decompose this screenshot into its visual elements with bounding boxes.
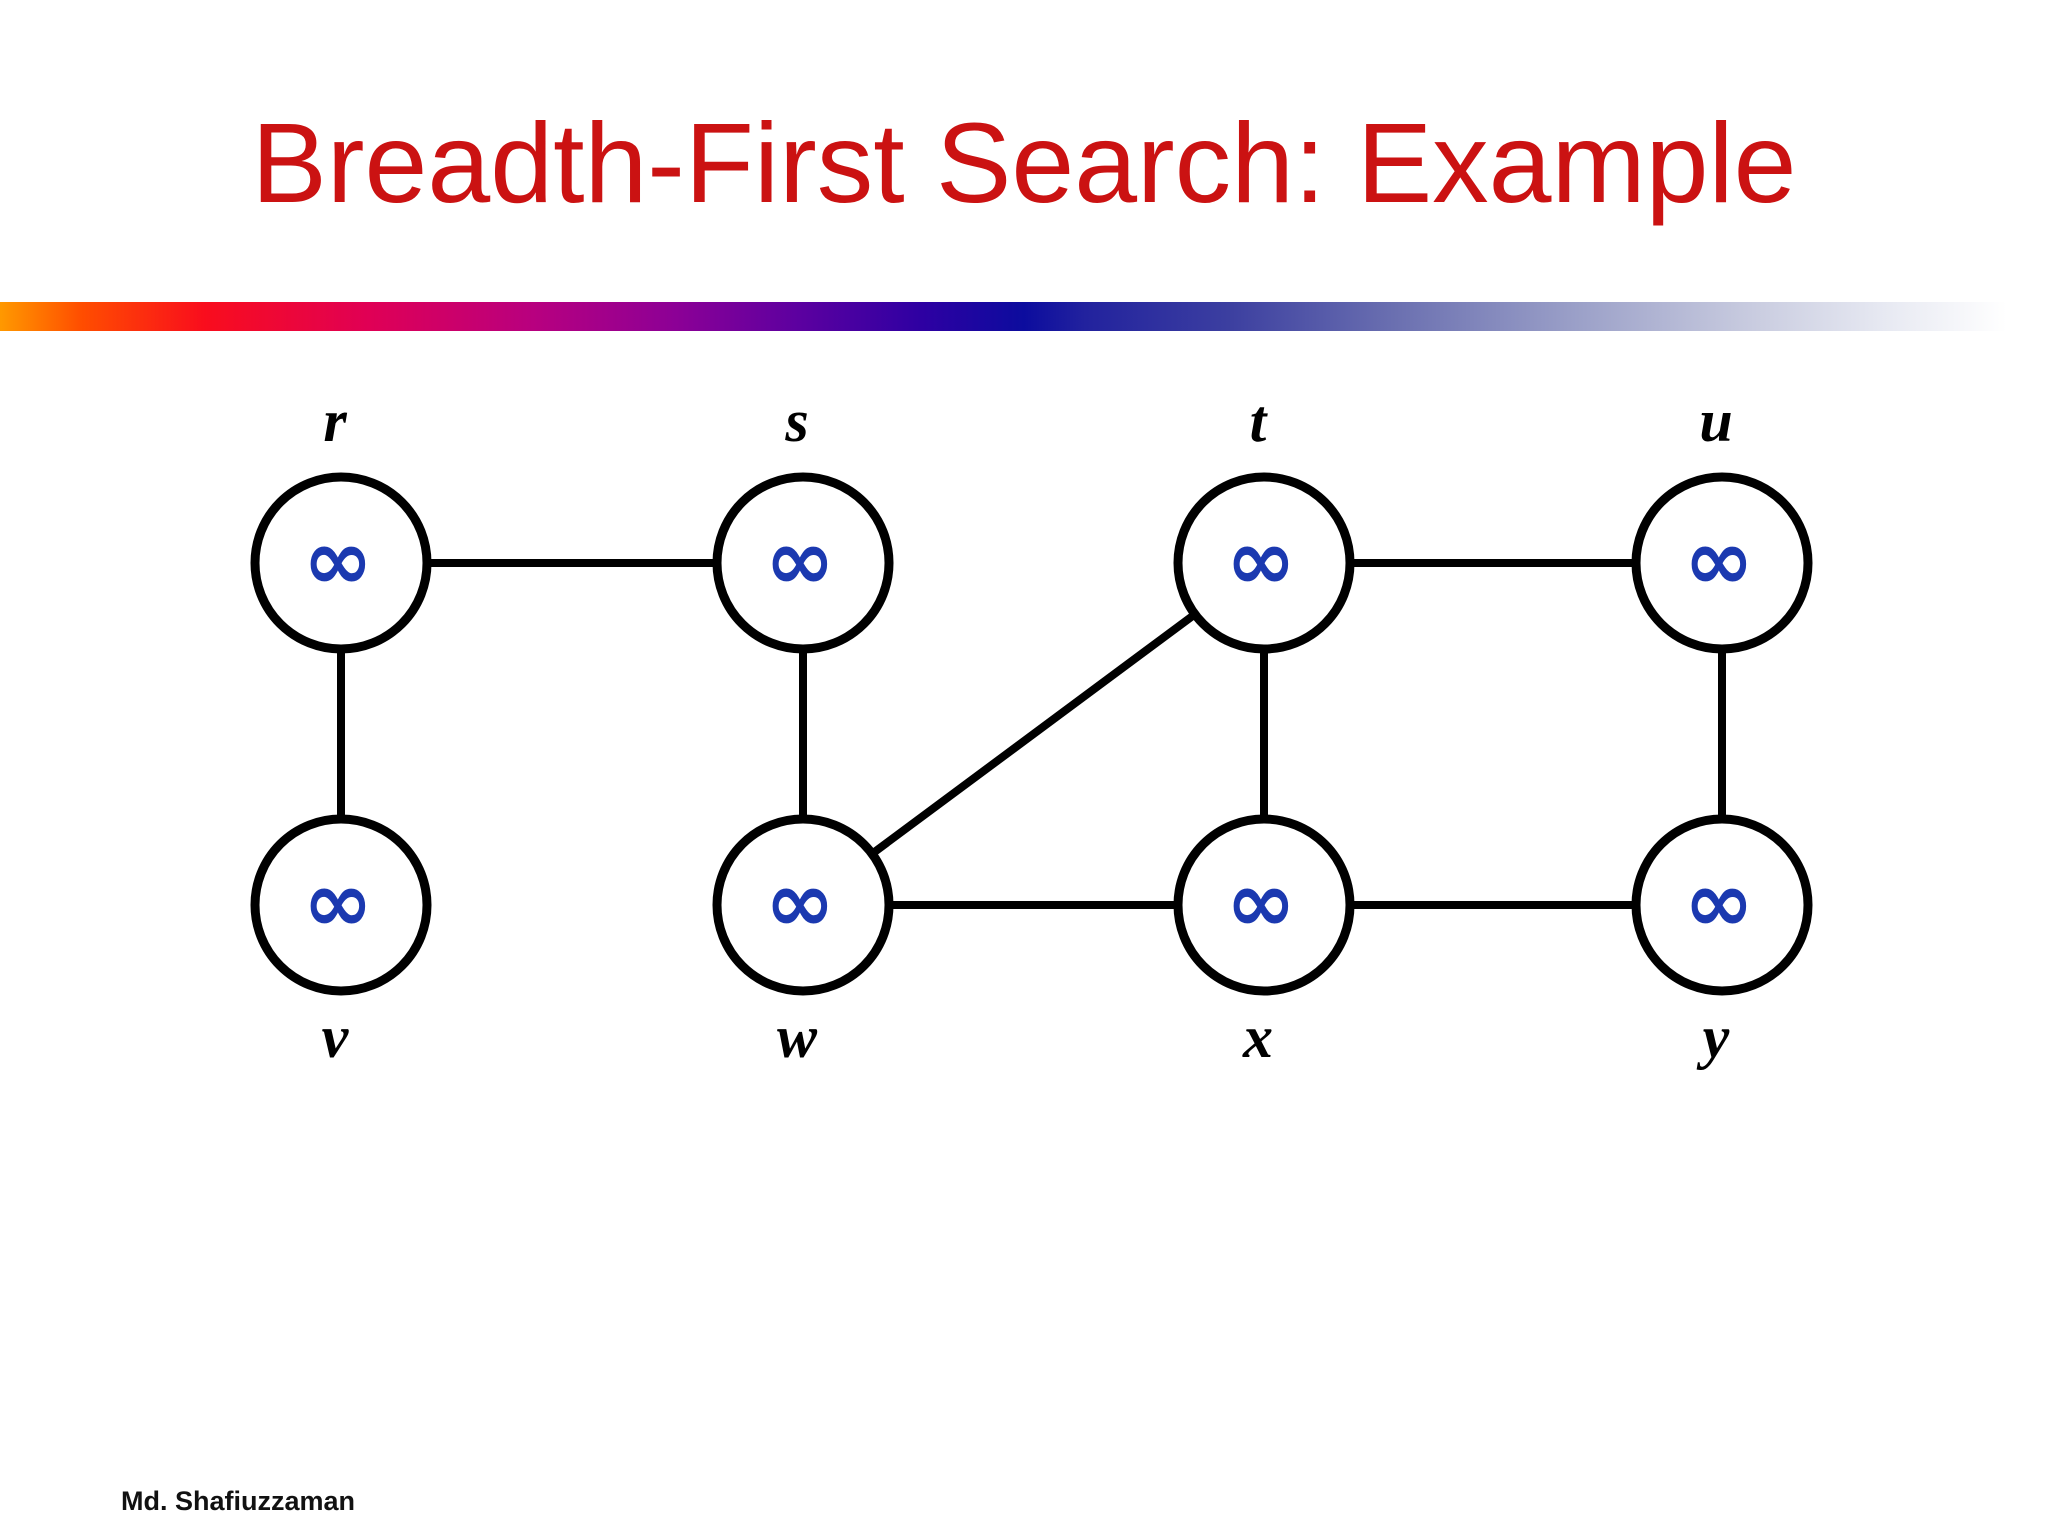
node-circle-w bbox=[712, 814, 894, 996]
node-value-infinity-s: ∞ bbox=[765, 511, 835, 609]
node-label-v: v bbox=[322, 1004, 350, 1070]
node-circle-t bbox=[1173, 472, 1355, 654]
node-circle-v bbox=[250, 814, 432, 996]
graph-node-w: ∞ bbox=[712, 814, 894, 996]
node-circle-x bbox=[1173, 814, 1355, 996]
node-label-u: u bbox=[1699, 388, 1732, 454]
node-value-infinity-v: ∞ bbox=[303, 853, 373, 951]
node-value-infinity-x: ∞ bbox=[1226, 853, 1296, 951]
graph-labels-layer: r s t u v w x y bbox=[322, 388, 1733, 1070]
node-label-x: x bbox=[1242, 1004, 1273, 1070]
node-label-r: r bbox=[323, 388, 347, 454]
node-value-infinity-u: ∞ bbox=[1684, 511, 1754, 609]
node-label-s: s bbox=[784, 388, 808, 454]
footer-author-name: Md. Shafiuzzaman bbox=[121, 1486, 356, 1516]
node-label-t: t bbox=[1250, 388, 1269, 454]
node-circle-u bbox=[1631, 472, 1813, 654]
node-circle-s bbox=[712, 472, 894, 654]
node-circle-r bbox=[250, 472, 432, 654]
graph-node-r: ∞ bbox=[250, 472, 432, 654]
node-value-infinity-w: ∞ bbox=[765, 853, 835, 951]
graph-node-u: ∞ bbox=[1631, 472, 1813, 654]
graph-node-x: ∞ bbox=[1173, 814, 1355, 996]
graph-edges-layer bbox=[337, 559, 1726, 909]
node-value-infinity-r: ∞ bbox=[303, 511, 373, 609]
divider-gradient-bar bbox=[0, 302, 2048, 331]
node-label-w: w bbox=[777, 1004, 818, 1070]
node-value-infinity-y: ∞ bbox=[1684, 853, 1754, 951]
node-value-infinity-t: ∞ bbox=[1226, 511, 1296, 609]
page-title: Breadth-First Search: Example bbox=[251, 100, 1797, 226]
graph-edge-w-t bbox=[800, 559, 1267, 909]
node-circle-y bbox=[1631, 814, 1813, 996]
graph-node-t: ∞ bbox=[1173, 472, 1355, 654]
graph-node-y: ∞ bbox=[1631, 814, 1813, 996]
node-label-y: y bbox=[1697, 1004, 1730, 1070]
graph-nodes-layer: ∞ ∞ ∞ ∞ ∞ ∞ ∞ ∞ bbox=[250, 472, 1813, 996]
graph-node-v: ∞ bbox=[250, 814, 432, 996]
graph-node-s: ∞ bbox=[712, 472, 894, 654]
